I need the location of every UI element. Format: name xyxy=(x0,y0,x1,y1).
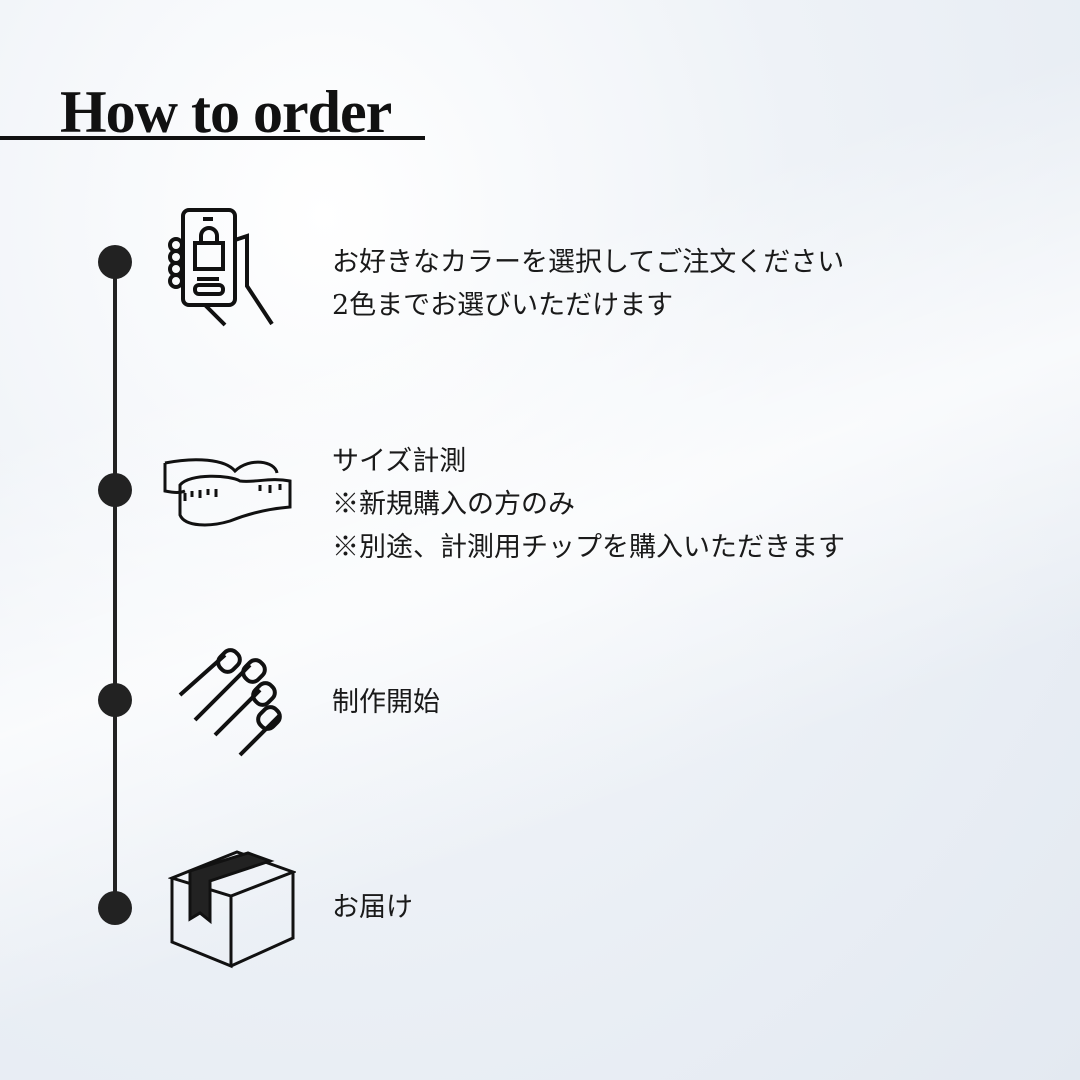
step-2-line-1: サイズ計測 xyxy=(332,446,467,477)
step-3-line-1: 制作開始 xyxy=(332,687,440,718)
package-box-icon xyxy=(168,850,296,969)
timeline-dot-3 xyxy=(98,683,132,717)
step-3-text: 制作開始 xyxy=(332,681,440,724)
measuring-tape-icon xyxy=(163,458,292,527)
step-4-text: お届け xyxy=(332,886,413,929)
timeline-dot-4 xyxy=(98,891,132,925)
step-2-text: サイズ計測 ※新規購入の方のみ ※別途、計測用チップを購入いただきます xyxy=(332,440,845,569)
nails-icon xyxy=(178,648,282,757)
timeline-line xyxy=(113,262,117,908)
step-4-line-1: お届け xyxy=(332,892,413,923)
title-underline xyxy=(0,136,425,140)
timeline-dot-2 xyxy=(98,473,132,507)
step-2-line-2: ※新規購入の方のみ xyxy=(332,489,575,520)
step-1-line-1: お好きなカラーを選択してご注文ください xyxy=(332,247,845,278)
timeline-dot-1 xyxy=(98,245,132,279)
step-2-line-3: ※別途、計測用チップを購入いただきます xyxy=(332,532,845,563)
page-title: How to order xyxy=(60,79,392,145)
step-1-line-2: 2色までお選びいただけます xyxy=(332,290,674,321)
step-1-text: お好きなカラーを選択してご注文ください 2色までお選びいただけます xyxy=(332,241,844,327)
smartphone-shopping-icon xyxy=(168,208,274,327)
